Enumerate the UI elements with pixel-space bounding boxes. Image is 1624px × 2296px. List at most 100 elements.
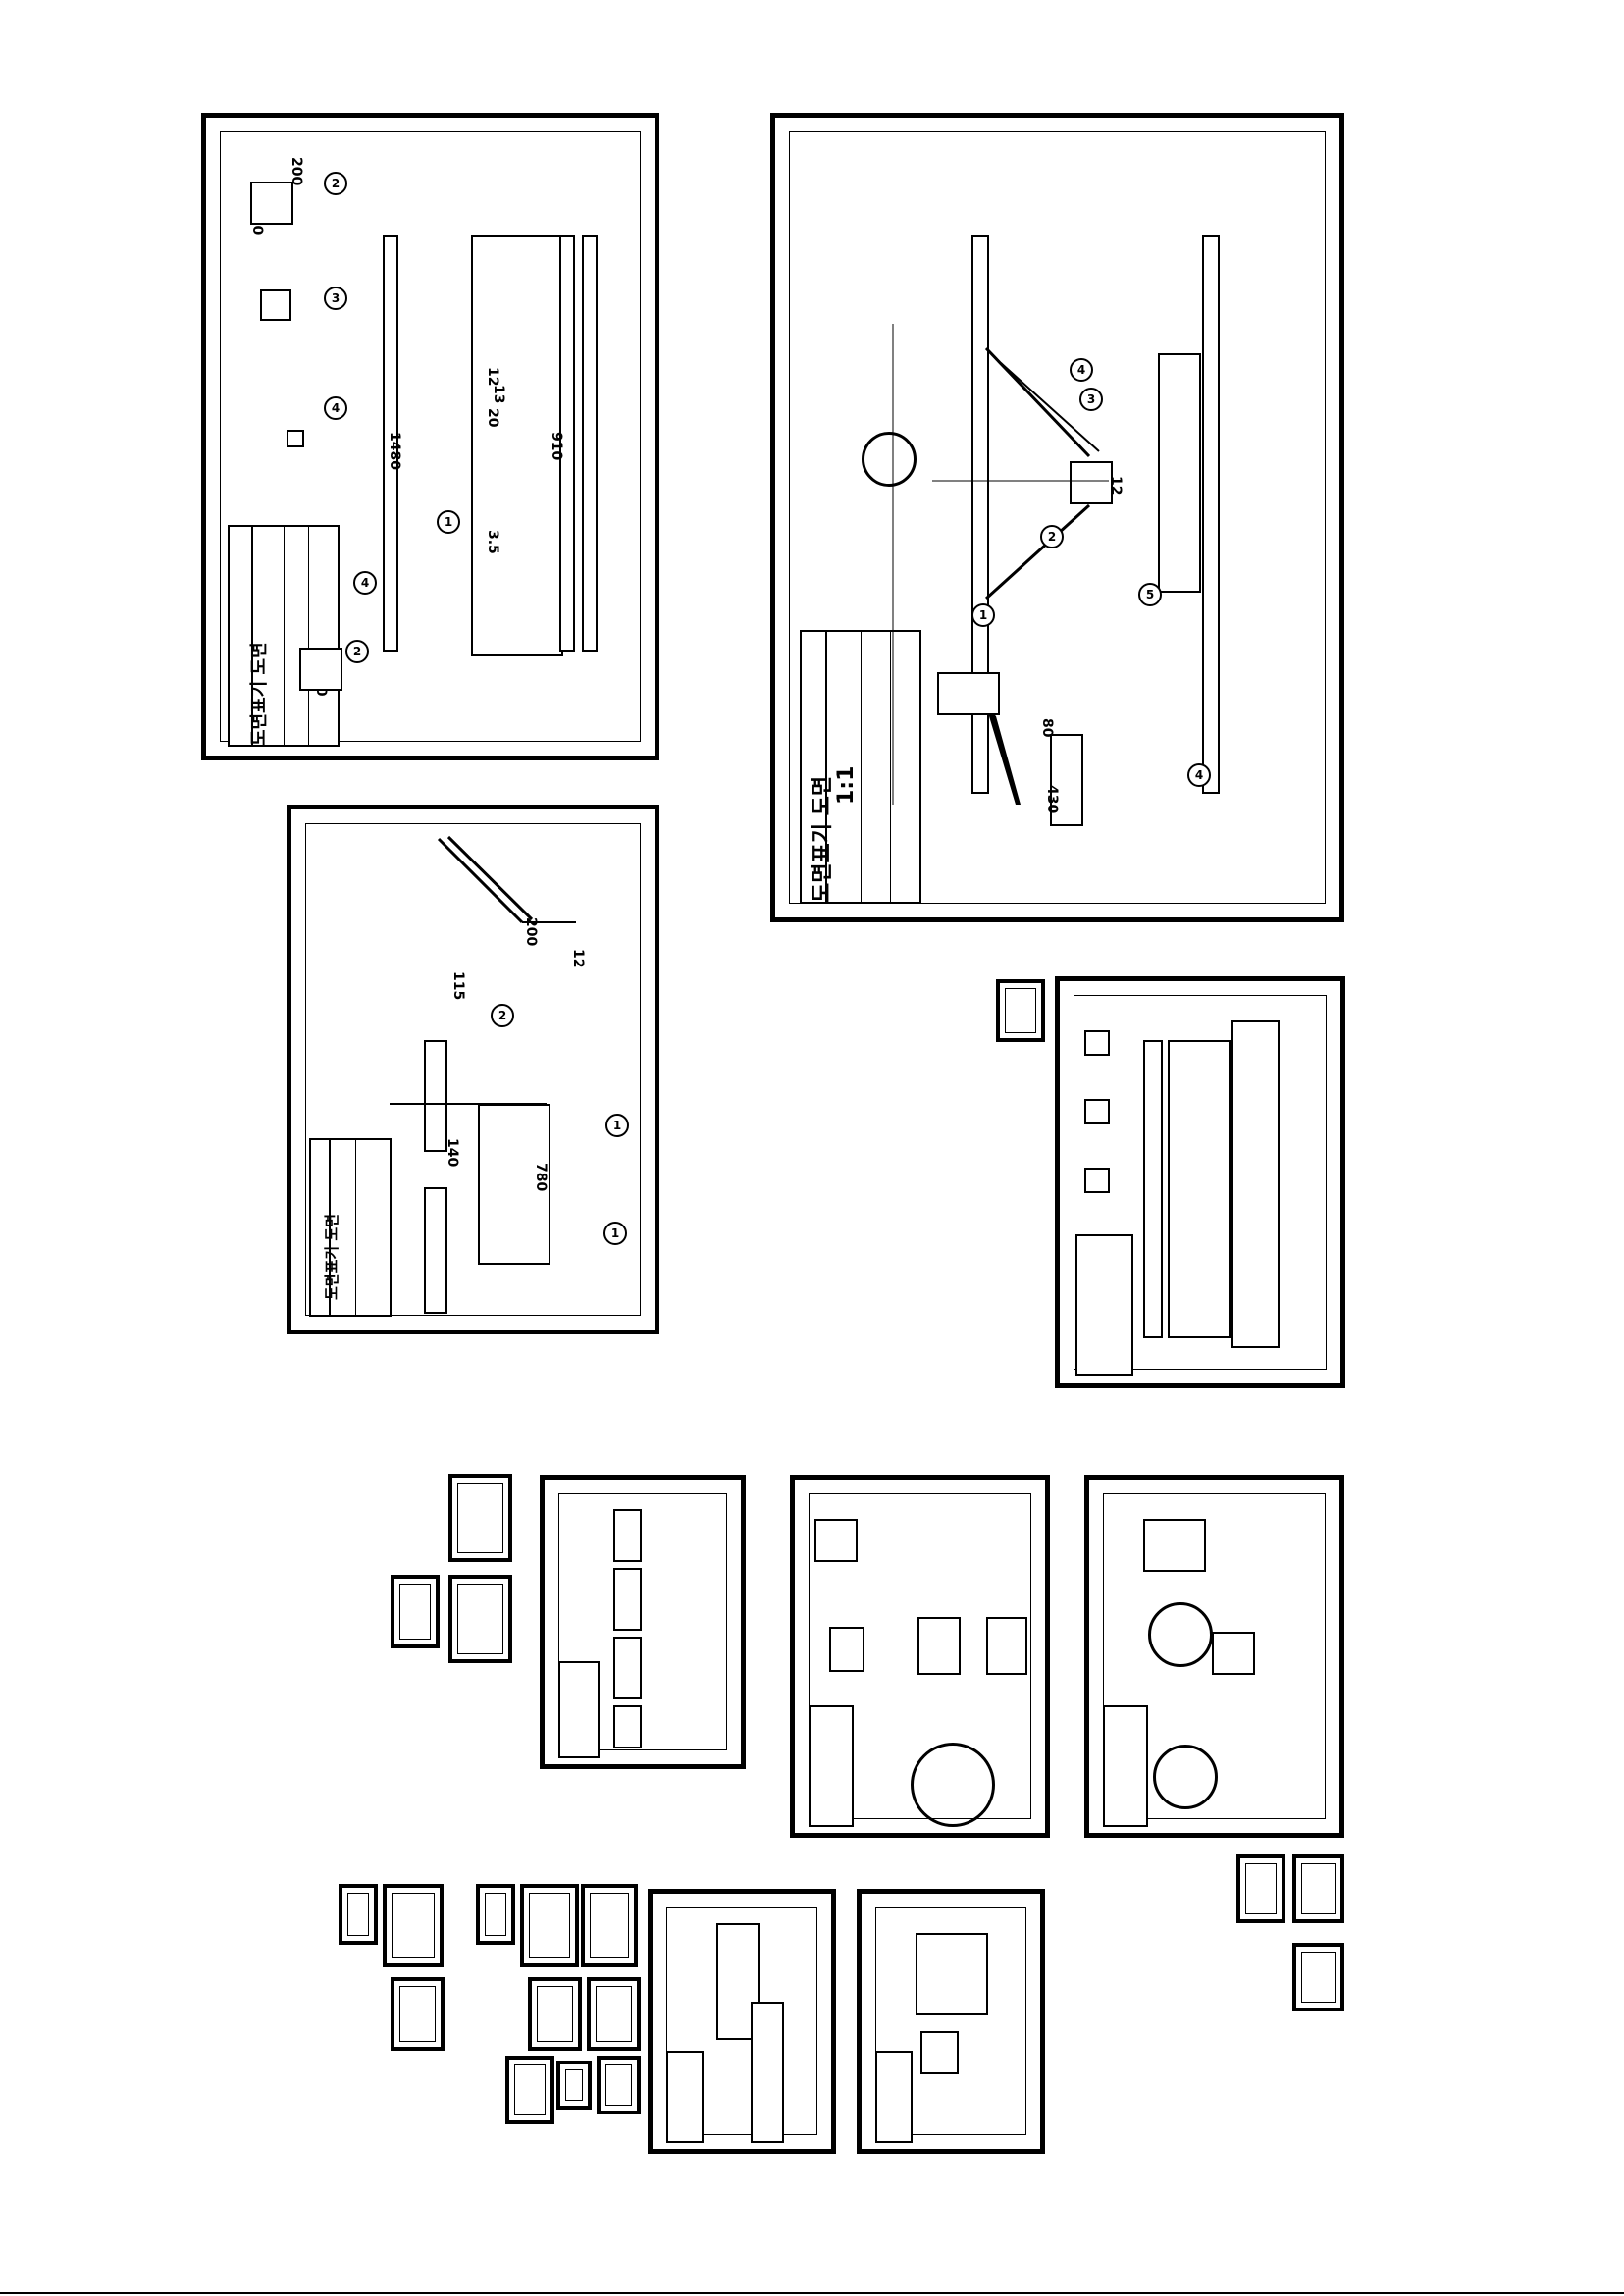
- channel-part: [559, 235, 575, 652]
- rail-part: [1143, 1040, 1163, 1338]
- title-block: [309, 1138, 392, 1317]
- title-grid: [861, 632, 862, 902]
- drawing-thumbnail: [528, 1977, 582, 2051]
- drawing-thumbnail: [339, 1884, 378, 1945]
- small-detail: [1084, 1099, 1110, 1124]
- part-balloon: 1: [437, 510, 460, 534]
- part-detail: [917, 1617, 961, 1675]
- section-circle: [1153, 1745, 1218, 1809]
- drawing-thumbnail: [520, 1884, 579, 1967]
- part-detail: [916, 1933, 988, 2015]
- dimension-label: 12: [1108, 476, 1124, 496]
- part-detail: [613, 1509, 642, 1562]
- drawing-frame: [305, 823, 641, 1316]
- title-block: [228, 525, 340, 747]
- drawing-thumbnail: [448, 1474, 512, 1562]
- drawing-sheet-b: 도면표기 도면 780 140 115 200 12 2 1 1: [287, 805, 659, 1334]
- drawing-sheet-d: [1055, 976, 1345, 1388]
- part-balloon: 2: [491, 1004, 514, 1027]
- drawing-frame: [220, 131, 641, 742]
- drawing-sheet-a: 도면표기 도면 1480 910 20 12 13 3.5 130 200 80…: [201, 113, 659, 760]
- detail-bracket: [260, 289, 291, 321]
- rail-part: [1168, 1040, 1231, 1338]
- section-circle: [1148, 1602, 1213, 1667]
- title-grid: [284, 527, 285, 745]
- drawing-sheet-e: [540, 1475, 746, 1769]
- drawing-frame: [558, 1493, 727, 1750]
- drawing-thumbnail: [505, 2056, 554, 2124]
- drawing-sheet-i: [857, 1889, 1045, 2154]
- title-grid: [355, 1140, 356, 1315]
- title-grid: [329, 1140, 331, 1315]
- title-block: [800, 630, 921, 904]
- title-block: [1103, 1705, 1148, 1827]
- brace-lines: [892, 324, 1109, 805]
- title-block: [666, 2051, 704, 2143]
- upper-beam: [971, 235, 989, 794]
- dimension-label: 20: [485, 408, 500, 428]
- part-detail: [1143, 1519, 1206, 1572]
- small-detail: [1084, 1168, 1110, 1193]
- dimension-label: 430: [1044, 785, 1060, 814]
- part-balloon: 4: [1070, 358, 1093, 382]
- part-detail: [613, 1568, 642, 1631]
- part-balloon: 1: [603, 1222, 627, 1245]
- strut-part: [478, 1104, 550, 1265]
- dimension-label: 1480: [387, 432, 402, 470]
- part-balloon: 1: [971, 603, 995, 627]
- detail-square: [287, 430, 304, 447]
- rail-part: [751, 2002, 784, 2143]
- part-detail: [613, 1705, 642, 1748]
- part-detail: [829, 1627, 864, 1672]
- drawing-thumbnail: [1236, 1854, 1285, 1923]
- dimension-label: 910: [549, 432, 564, 461]
- part-detail: [814, 1519, 858, 1562]
- base-plate: [1158, 353, 1201, 593]
- part-balloon: 2: [324, 172, 347, 195]
- strap-detail: [1050, 734, 1083, 826]
- drawing-frame: [1074, 995, 1327, 1370]
- dimension-label: 80: [1039, 718, 1055, 738]
- part-balloon: 3: [324, 287, 347, 310]
- title-grid: [308, 527, 309, 745]
- drawing-frame: [1103, 1493, 1326, 1819]
- part-detail: [986, 1617, 1027, 1675]
- part-detail: [613, 1637, 642, 1699]
- rail-part: [582, 235, 598, 652]
- drawing-sheet-g: [1084, 1475, 1344, 1838]
- drawing-thumbnail: [597, 2056, 641, 2114]
- drawing-thumbnail: [556, 2061, 592, 2110]
- drawing-sheet-h: [648, 1889, 836, 2154]
- part-balloon: 5: [1138, 583, 1162, 606]
- section-circle: [862, 432, 917, 487]
- part-detail: [920, 2031, 959, 2074]
- post-part: [1070, 461, 1113, 504]
- drawing-title: 도면표기 도면: [249, 642, 270, 746]
- detail-bracket: [250, 182, 293, 225]
- title-block: [1075, 1234, 1133, 1376]
- channel-part: [383, 235, 398, 652]
- dimension-label: 13: [491, 385, 506, 404]
- dimension-label: 3.5: [485, 530, 500, 554]
- page-bottom-rule: [0, 2292, 1624, 2294]
- lower-beam: [1202, 235, 1220, 794]
- small-detail: [1084, 1030, 1110, 1056]
- drawing-sheet-c: 도면표기 도면 1:1 1 2 3 4 5 4 80 430 12: [770, 113, 1344, 922]
- plate-part: [471, 235, 563, 656]
- drawing-thumbnail: [587, 1977, 641, 2051]
- drawing-thumbnail: [1292, 1943, 1344, 2011]
- section-circle: [911, 1743, 995, 1827]
- drawing-thumbnail: [383, 1884, 444, 1967]
- detail-bracket: [299, 648, 342, 691]
- part-balloon: 2: [1040, 525, 1064, 548]
- title-block: [809, 1705, 854, 1827]
- drawing-thumbnail: [581, 1884, 638, 1967]
- diagonal-strut: [390, 835, 576, 1105]
- drawing-frame: [666, 1907, 817, 2135]
- gusset-plate: [424, 1187, 447, 1314]
- drawing-thumbnail: [448, 1575, 512, 1663]
- drawing-thumbnail: [476, 1884, 515, 1945]
- part-balloon: 4: [324, 396, 347, 420]
- part-detail: [1212, 1632, 1255, 1675]
